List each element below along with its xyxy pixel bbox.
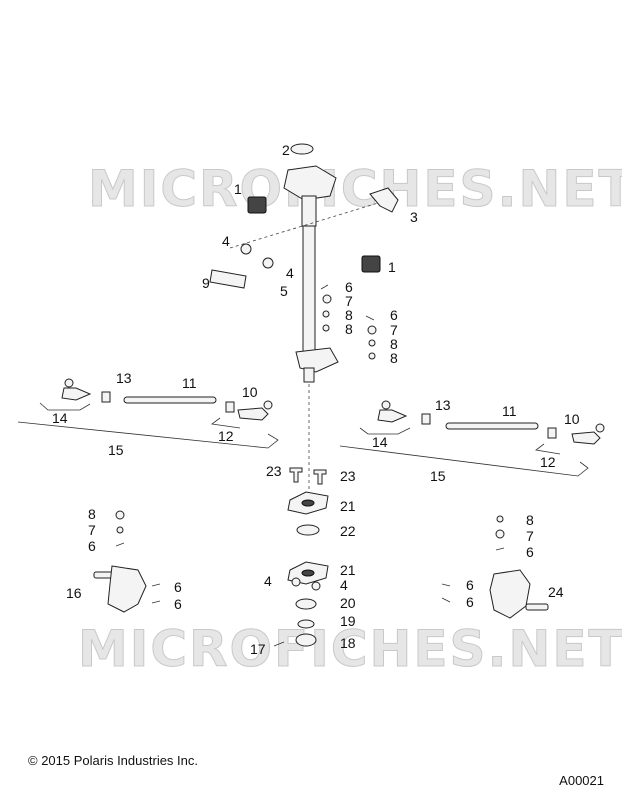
callout-16: 16: [66, 585, 82, 601]
steering-column-assembly: [229, 165, 389, 500]
callout-8: 8: [88, 506, 96, 522]
part-23-bolt-left: [289, 467, 303, 483]
column-lower-mount: [295, 347, 339, 373]
callout-19: 19: [340, 613, 356, 629]
callout-9: 9: [202, 275, 210, 291]
callout-14: 14: [52, 410, 68, 426]
right-tie-rod-assembly: [339, 400, 605, 477]
callout-8: 8: [526, 512, 534, 528]
part-4-nut-c: [291, 577, 301, 587]
callout-7: 7: [390, 322, 398, 338]
callout-6: 6: [174, 596, 182, 612]
callout-20: 20: [340, 595, 356, 611]
part-9-plate: [209, 269, 247, 289]
part-4-nut-a: [240, 243, 252, 255]
callout-6: 6: [466, 594, 474, 610]
callout-8: 8: [345, 307, 353, 323]
callout-1: 1: [388, 259, 396, 275]
column-upper-sleeve: [301, 195, 317, 227]
callout-13: 13: [435, 397, 451, 413]
part-3-bracket: [369, 187, 399, 213]
callout-22: 22: [340, 523, 356, 539]
callout-11: 11: [182, 375, 197, 391]
callout-13: 13: [116, 370, 132, 386]
callout-5: 5: [280, 283, 288, 299]
callout-6: 6: [466, 577, 474, 593]
column-lower-spline: [303, 367, 315, 383]
callout-8: 8: [390, 336, 398, 352]
part-4-nut-b: [262, 257, 274, 269]
callout-6: 6: [174, 579, 182, 595]
figure-code: A00021: [559, 773, 604, 788]
watermark-top: MICROFICHES.NET: [88, 160, 622, 218]
part-18-nut: [295, 633, 317, 647]
part-23-bolt-right: [313, 469, 327, 485]
column-top-mount: [283, 165, 337, 201]
callout-6: 6: [526, 544, 534, 560]
callout-6: 6: [88, 538, 96, 554]
part-24-right-spindle: [441, 515, 549, 619]
part-22-seal: [296, 524, 320, 536]
callout-10: 10: [242, 384, 258, 400]
callout-15: 15: [108, 442, 124, 458]
callout-7: 7: [345, 293, 353, 309]
part-16-left-spindle: [93, 510, 161, 613]
callout-8: 8: [345, 321, 353, 337]
part-1-clamp-right: [361, 255, 381, 273]
callout-4: 4: [222, 233, 230, 249]
callout-4: 4: [340, 577, 348, 593]
callout-labels: 2 1 3 4 4 1 9 5 6 7 8 8 6 7 8 8 13 11 10…: [52, 142, 580, 657]
callout-2: 2: [282, 142, 290, 158]
callout-24: 24: [548, 584, 564, 600]
callout-7: 7: [88, 522, 96, 538]
column-shaft: [302, 225, 316, 353]
part-20-washer: [295, 598, 317, 610]
part-1-clamp-left: [247, 196, 267, 214]
callout-8: 8: [390, 350, 398, 366]
callout-21: 21: [340, 562, 356, 578]
callout-12: 12: [218, 428, 234, 444]
copyright-notice: © 2015 Polaris Industries Inc.: [28, 753, 198, 768]
callout-17: 17: [250, 641, 266, 657]
callout-12: 12: [540, 454, 556, 470]
callout-11: 11: [502, 403, 517, 419]
callout-23: 23: [340, 468, 356, 484]
callout-6: 6: [390, 307, 398, 323]
callout-4: 4: [286, 265, 294, 281]
watermark-bottom: MICROFICHES.NET: [78, 620, 622, 678]
callout-7: 7: [526, 528, 534, 544]
callout-14: 14: [372, 434, 388, 450]
left-tie-rod-assembly: [17, 378, 279, 449]
part-4-nut-d: [311, 581, 321, 591]
callout-21: 21: [340, 498, 356, 514]
callout-3: 3: [410, 209, 418, 225]
callout-15: 15: [430, 468, 446, 484]
part-19-washer: [297, 619, 315, 629]
center-hardware-stack: [320, 284, 377, 360]
callout-23: 23: [266, 463, 282, 479]
part-2-cap: [290, 143, 314, 155]
callout-18: 18: [340, 635, 356, 651]
callout-1: 1: [234, 181, 242, 197]
callout-4: 4: [264, 573, 272, 589]
callout-6: 6: [345, 279, 353, 295]
callout-10: 10: [564, 411, 580, 427]
